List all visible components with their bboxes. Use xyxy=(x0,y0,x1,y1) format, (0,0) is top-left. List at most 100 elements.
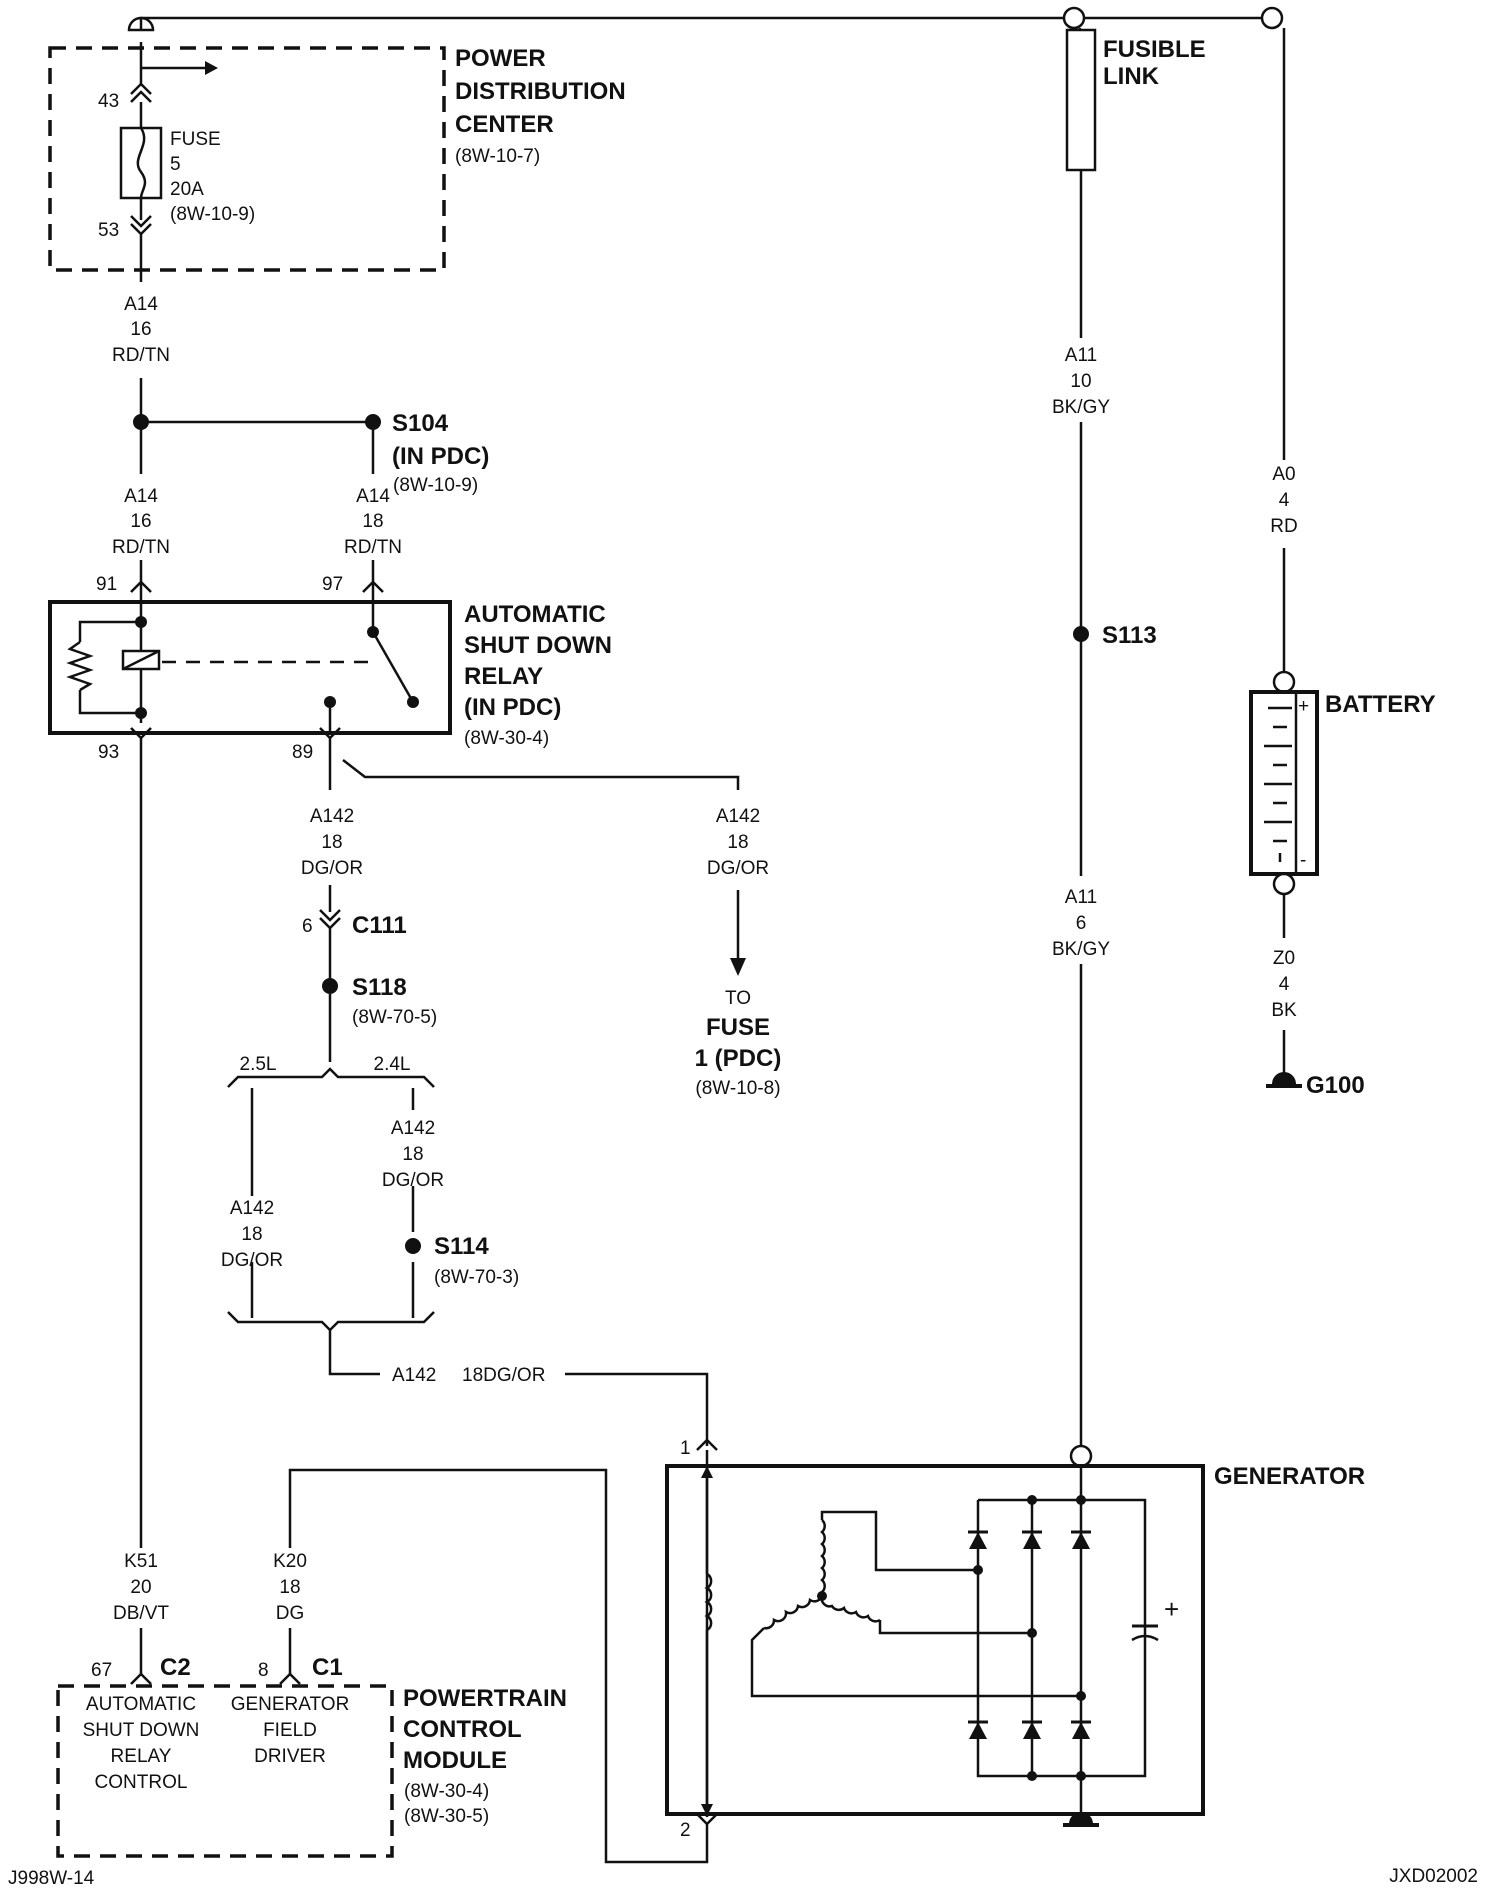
generator-label: GENERATOR xyxy=(1214,1463,1365,1490)
pcm-ref-1: (8W-30-4) xyxy=(404,1781,489,1802)
c1-func-1: GENERATOR xyxy=(231,1694,350,1715)
battery-plus: + xyxy=(1298,696,1309,717)
g100-name: G100 xyxy=(1306,1072,1365,1099)
wire-gauge: 18 xyxy=(321,832,342,853)
c2-name: C2 xyxy=(160,1654,191,1681)
battery: + - BATTERY xyxy=(1249,670,1436,896)
c2-func-2: SHUT DOWN xyxy=(83,1720,200,1741)
relay-title-3: RELAY xyxy=(464,663,543,690)
wire-gauge: 4 xyxy=(1279,490,1290,511)
wire-label: Z0 xyxy=(1273,948,1295,969)
wire-color: DG/OR xyxy=(382,1170,444,1191)
wire-gauge: 4 xyxy=(1279,974,1290,995)
wire-label: A11 xyxy=(1065,887,1097,908)
c1-pin: 8 xyxy=(258,1660,269,1681)
pcm-title-2: CONTROL xyxy=(403,1716,522,1743)
fusible-link-title-1: FUSIBLE xyxy=(1103,36,1206,63)
pdc-pin-in: 43 xyxy=(98,91,119,112)
wire-color: DB/VT xyxy=(113,1603,169,1624)
gen-pin-1: 1 xyxy=(680,1438,691,1459)
wire-color: BK/GY xyxy=(1052,939,1110,960)
fuse-ref: (8W-10-9) xyxy=(170,204,255,225)
wire-label: A14 xyxy=(124,294,158,315)
s104-ref: (8W-10-9) xyxy=(393,475,478,496)
wire-a11-top: A11 10 BK/GY xyxy=(1052,345,1110,876)
relay-title-4: (IN PDC) xyxy=(464,694,561,721)
pcm-title-3: MODULE xyxy=(403,1747,507,1774)
c2-pin: 67 xyxy=(91,1660,112,1681)
wire-label: A142 xyxy=(391,1118,435,1139)
wire-gauge: 18 xyxy=(241,1224,262,1245)
wire-a14-left: A14 16 RD/TN xyxy=(112,486,170,602)
wire-a142-fuse: A142 18 DG/OR TO FUSE 1 (PDC) (8W-10-8) xyxy=(342,759,782,1099)
wire-a11-bottom: A11 6 BK/GY xyxy=(1052,887,1110,1446)
c2-func-3: RELAY xyxy=(111,1746,172,1767)
c111-pin: 6 xyxy=(302,916,313,937)
relay-ref: (8W-30-4) xyxy=(464,728,549,749)
wire-label: A11 xyxy=(1065,345,1097,366)
pdc-ref: (8W-10-7) xyxy=(455,146,540,167)
power-distribution-center: 43 53 FUSE 5 20A (8W-10-9) POWER DISTRIB… xyxy=(48,16,626,282)
pdc-title-3: CENTER xyxy=(455,111,554,138)
wire-gauge: 16 xyxy=(130,511,151,532)
relay-pin-97: 97 xyxy=(322,574,343,595)
wire-spec: 18DG/OR xyxy=(462,1365,545,1386)
wire-gauge: 18 xyxy=(402,1144,423,1165)
fuse-label: FUSE xyxy=(170,129,221,150)
wire-label: A142 xyxy=(230,1198,274,1219)
wire-color: DG xyxy=(276,1603,305,1624)
wire-k20: K20 18 DG xyxy=(273,1551,307,1674)
fuse-target-pdc: 1 (PDC) xyxy=(695,1045,782,1072)
wire-a14-top: A14 16 RD/TN xyxy=(112,294,170,474)
asd-relay: 91 97 AUTOMATIC SHUT DOWN RELAY (IN PDC)… xyxy=(48,574,612,763)
capacitor: + xyxy=(1131,1594,1179,1642)
wire-color: BK/GY xyxy=(1052,397,1110,418)
variant-right: 2.4L xyxy=(374,1054,411,1075)
generator: 1 GENERATOR xyxy=(288,1438,1365,1864)
wire-a142-down: A142 18 DG/OR 6 C111 xyxy=(301,738,407,984)
diode-lower xyxy=(968,1720,1091,1739)
gen-pin-2: 2 xyxy=(680,1820,691,1841)
wire-a142-25l: A142 18 DG/OR xyxy=(221,1198,283,1271)
wire-color: DG/OR xyxy=(707,858,769,879)
c1-name: C1 xyxy=(312,1654,343,1681)
relay-title-2: SHUT DOWN xyxy=(464,632,612,659)
fuse-target-ref: (8W-10-8) xyxy=(695,1078,780,1099)
top-bus xyxy=(139,6,1284,30)
wire-label: A14 xyxy=(124,486,158,507)
pdc-pin-out: 53 xyxy=(98,220,119,241)
c1-func-2: FIELD xyxy=(263,1720,317,1741)
wire-a142-bottom: A142 18DG/OR xyxy=(328,1330,709,1446)
wire-color: DG/OR xyxy=(221,1250,283,1271)
wire-gauge: 18 xyxy=(279,1577,300,1598)
wire-color: RD xyxy=(1270,516,1297,537)
footer-left: J998W-14 xyxy=(8,1868,95,1888)
pcm-title-1: POWERTRAIN xyxy=(403,1685,567,1712)
s104-note: (IN PDC) xyxy=(392,443,489,470)
splice-s104: S104 (IN PDC) (8W-10-9) xyxy=(133,410,489,496)
wire-gauge: 20 xyxy=(130,1577,151,1598)
wire-a0: A0 4 RD xyxy=(1270,28,1298,672)
pdc-title-1: POWER xyxy=(455,45,546,72)
wire-label: A14 xyxy=(356,486,390,507)
splice-s113: S113 xyxy=(1073,622,1157,649)
c2-func-4: CONTROL xyxy=(95,1772,188,1793)
wire-label: A142 xyxy=(392,1365,436,1386)
fusible-link: FUSIBLE LINK xyxy=(1065,28,1206,338)
engine-variant-bracket: 2.5L 2.4L xyxy=(227,1054,435,1332)
c111-name: C111 xyxy=(352,912,407,939)
fuse-rating: 20A xyxy=(170,179,204,200)
wire-color: RD/TN xyxy=(112,537,170,558)
wire-gauge: 18 xyxy=(727,832,748,853)
pdc-title-2: DISTRIBUTION xyxy=(455,78,626,105)
s118-name: S118 xyxy=(352,974,407,1001)
wire-a142-24l: A142 18 DG/OR xyxy=(382,1118,444,1191)
pcm-ref-2: (8W-30-5) xyxy=(404,1806,489,1827)
s114-ref: (8W-70-3) xyxy=(434,1267,519,1288)
wire-gauge: 16 xyxy=(130,319,151,340)
fuse-target-name: FUSE xyxy=(706,1014,770,1041)
fuse-target-to: TO xyxy=(725,988,751,1009)
s113-name: S113 xyxy=(1102,622,1157,649)
battery-label: BATTERY xyxy=(1325,691,1436,718)
